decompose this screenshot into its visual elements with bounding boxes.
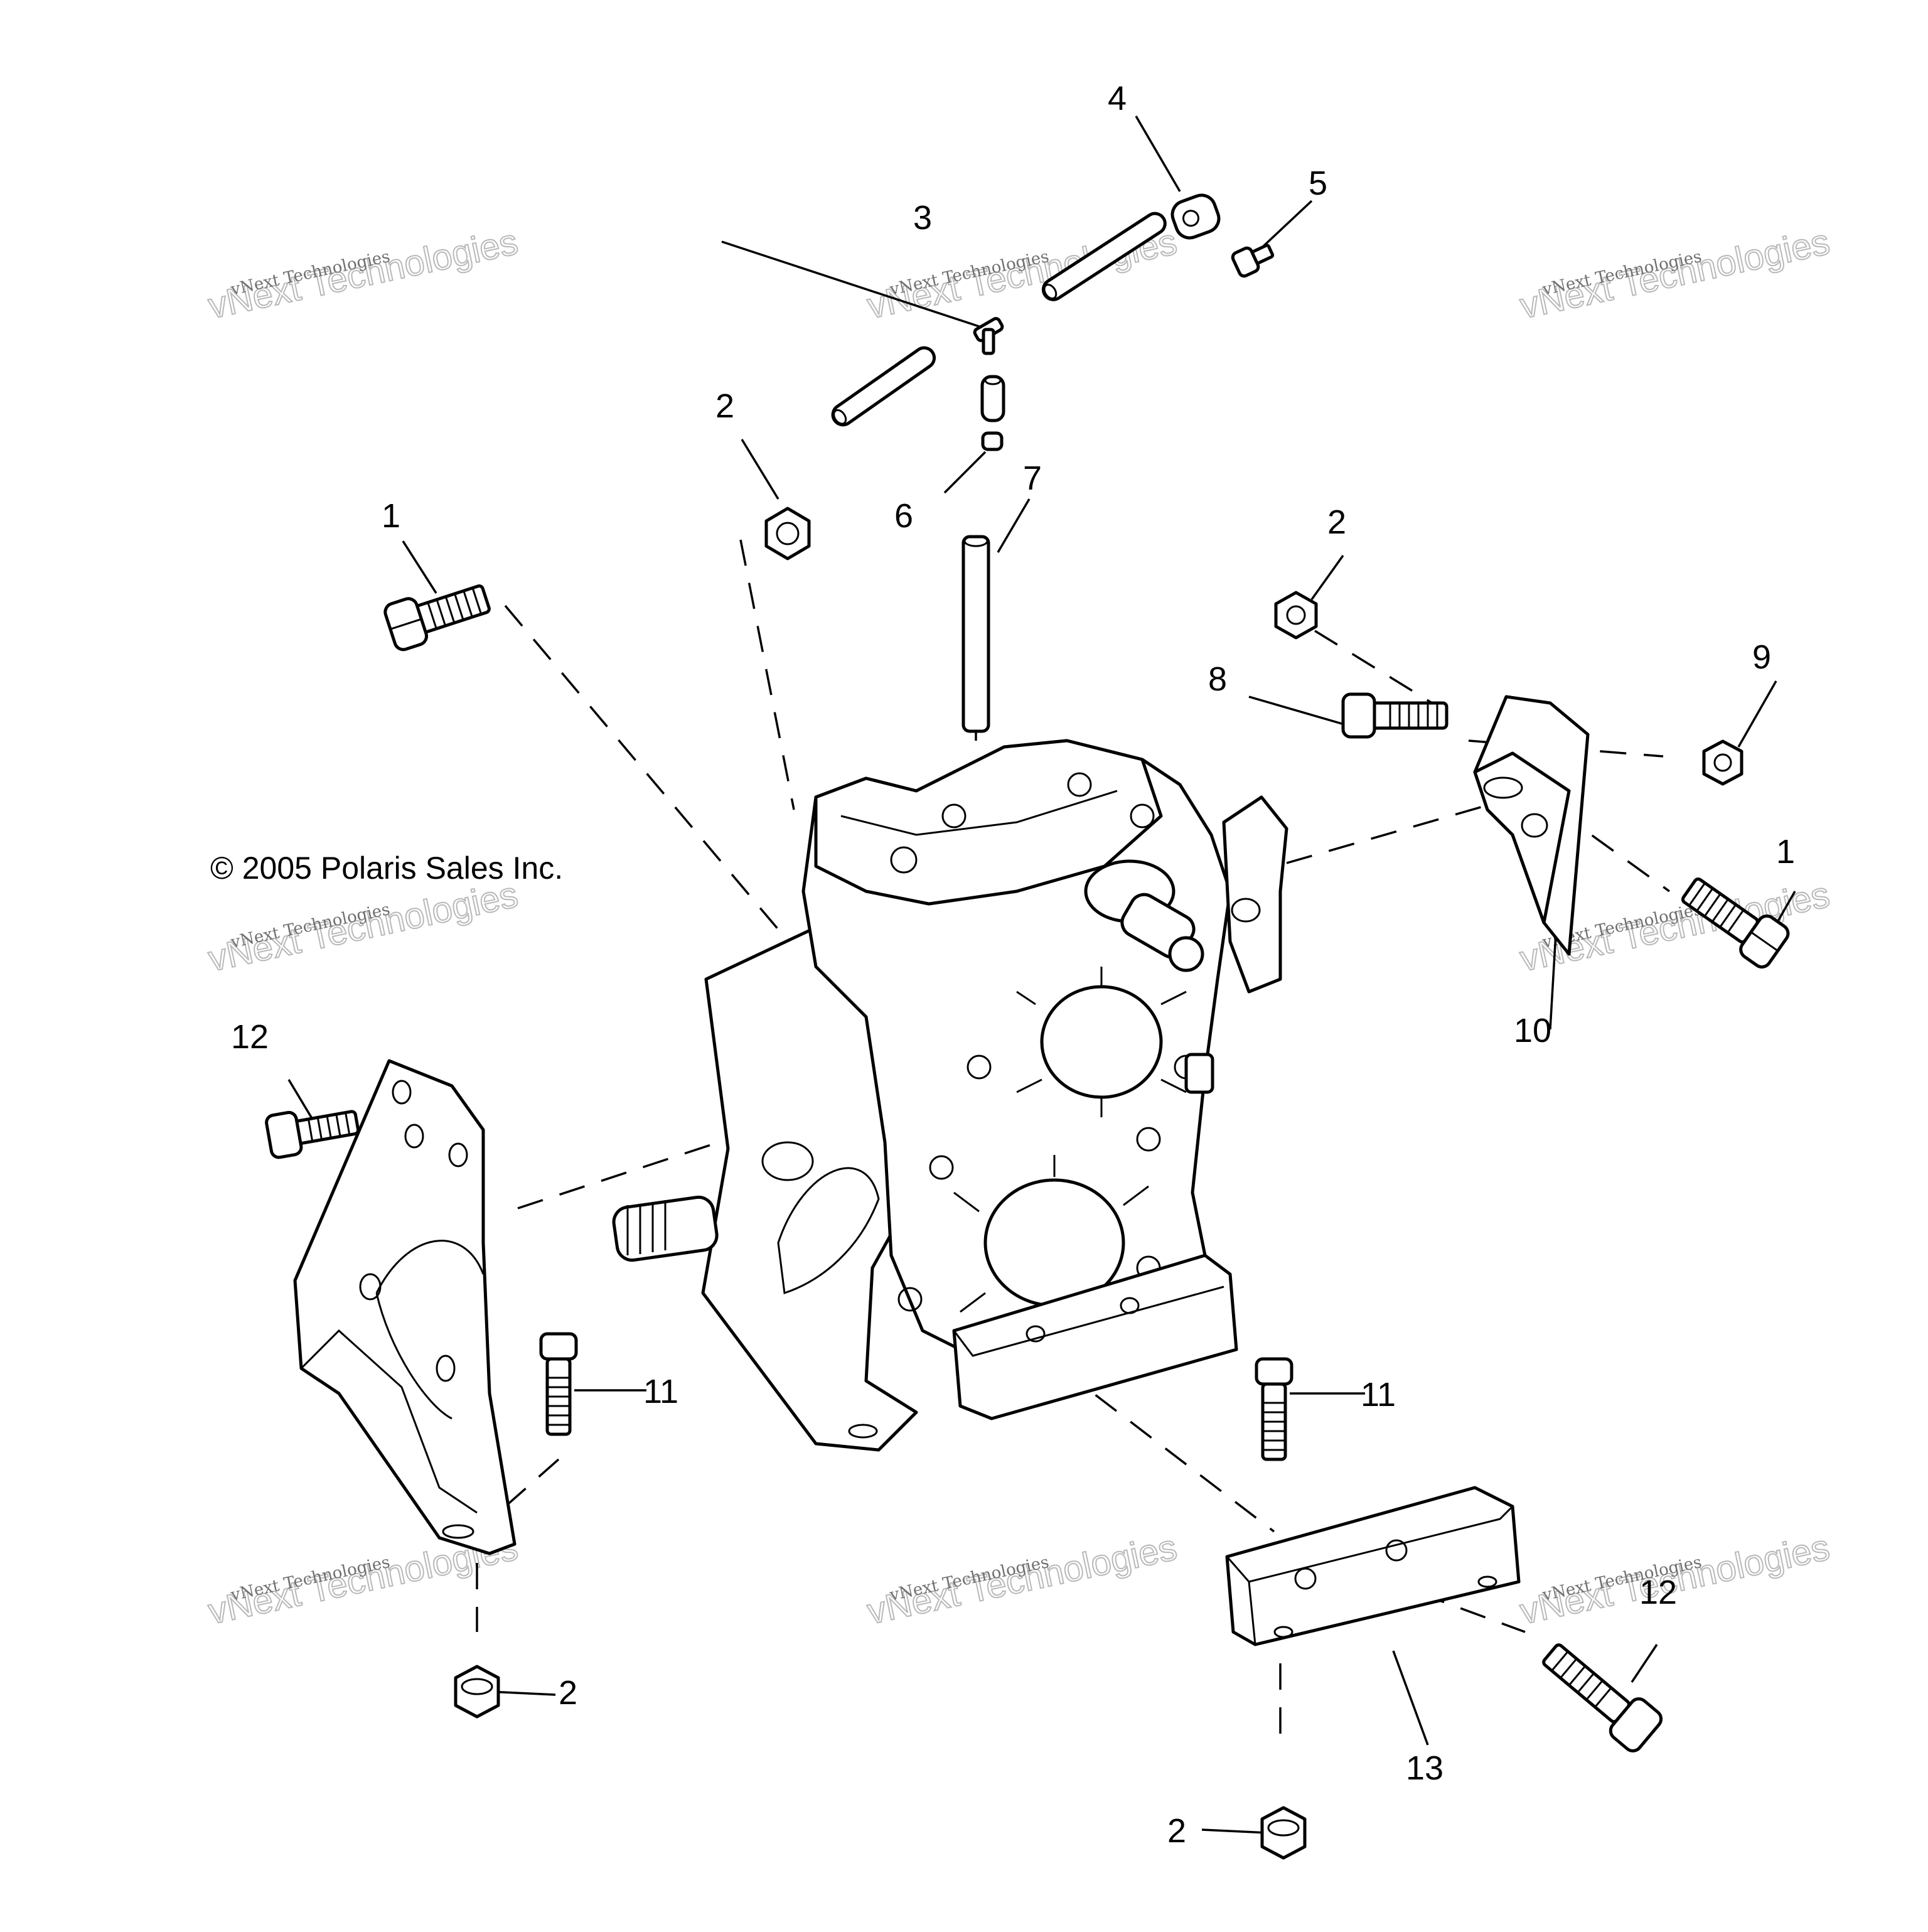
leader-lines (287, 115, 1796, 1834)
bolt-8 (1341, 692, 1449, 739)
callout-2: 2 (715, 387, 734, 425)
bracket-10 (1473, 695, 1590, 956)
callout-11: 11 (643, 1373, 678, 1410)
watermark: vNext Technologies vNext Technologies (1516, 220, 1833, 327)
callout-12: 12 (1639, 1574, 1677, 1611)
clamp-4 (1170, 193, 1221, 240)
copyright-text: © 2005 Polaris Sales Inc. (210, 851, 563, 886)
cap-6 (981, 431, 1004, 451)
callout-7: 7 (1023, 459, 1042, 497)
svg-text:vNext Technologies: vNext Technologies (1516, 221, 1833, 326)
rod-7 (961, 535, 990, 733)
nut-2-top (764, 507, 811, 561)
bolt-12-right (1542, 1643, 1663, 1752)
hose-left (831, 346, 936, 427)
bolt-11-right (1255, 1357, 1293, 1461)
callout-10: 10 (1514, 1012, 1551, 1049)
callout-5: 5 (1309, 164, 1327, 202)
callout-12: 12 (231, 1018, 269, 1056)
watermark: vNext Technologies vNext Technologies (204, 220, 522, 327)
screw-5 (1231, 244, 1275, 278)
tee-fitting-3 (973, 317, 1004, 355)
hose-right (1041, 212, 1167, 301)
svg-text:vNext Technologies: vNext Technologies (205, 221, 521, 326)
watermark: vNext Technologies vNext Technologies (204, 873, 522, 980)
gearcase-assembly (612, 739, 1288, 1452)
callout-11: 11 (1361, 1376, 1396, 1414)
nut-2-right (1274, 591, 1318, 640)
callout-8: 8 (1208, 660, 1227, 698)
callout-2: 2 (1327, 503, 1346, 541)
callout-13: 13 (1406, 1749, 1443, 1787)
callout-3: 3 (913, 199, 932, 237)
nut-2-bottom-left (454, 1665, 500, 1719)
callouts: 1 1 2 2 2 2 3 4 5 6 7 8 9 10 11 11 12 12… (231, 80, 1795, 1850)
bracket-13 (1225, 1486, 1521, 1646)
callout-1: 1 (1776, 833, 1795, 871)
callout-4: 4 (1108, 80, 1127, 117)
bolt-12-left (265, 1110, 360, 1159)
nut-9 (1702, 739, 1743, 786)
vent-tube (980, 375, 1005, 422)
bolt-1-right (1681, 877, 1790, 969)
watermark: vNext Technologies vNext Technologies (863, 1526, 1181, 1633)
svg-text:vNext Technologies: vNext Technologies (205, 874, 521, 979)
callout-2: 2 (1167, 1812, 1186, 1850)
mount-bracket-left (293, 1059, 517, 1555)
bolt-11-left (539, 1332, 578, 1436)
nut-2-bottom-right (1260, 1806, 1307, 1860)
callout-9: 9 (1752, 638, 1771, 676)
svg-text:vNext Technologies: vNext Technologies (864, 1527, 1180, 1632)
bolt-1-left (383, 584, 491, 652)
callout-1: 1 (382, 497, 400, 535)
callout-2: 2 (559, 1674, 577, 1712)
callout-6: 6 (894, 497, 913, 535)
